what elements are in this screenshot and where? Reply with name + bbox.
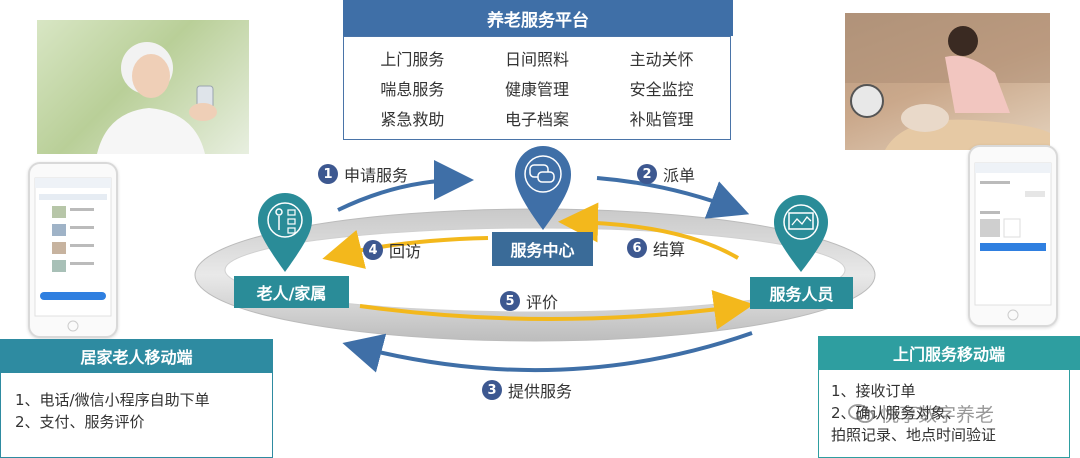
step-label: 评价: [526, 293, 559, 312]
step-label: 申请服务: [344, 166, 409, 185]
staff-app-phone: [968, 145, 1058, 327]
service-item: 喘息服务: [380, 80, 445, 99]
step-label: 派单: [663, 166, 696, 185]
onsite-mobile-features: 1、接收订单 2、确认服务对象、 拍照记录、地点时间验证: [818, 370, 1070, 458]
watermark-text: 悦享数字养老: [880, 404, 995, 426]
elderly-woman-photo: [37, 20, 249, 154]
feature-item: 1、电话/微信小程序自助下单: [15, 391, 210, 409]
service-item: 电子档案: [504, 110, 569, 129]
center-chat-pin-icon: [515, 146, 571, 230]
service-center-node-label: 服务中心: [492, 232, 593, 266]
step-number-badge: 6: [627, 238, 647, 258]
elderly-node-label: 老人/家属: [234, 276, 349, 308]
step-number-badge: 5: [500, 291, 520, 311]
step-number-badge: 4: [363, 240, 383, 260]
step-label: 结算: [653, 240, 686, 259]
step-label: 回访: [389, 242, 422, 261]
elderly-mobile-features: 1、电话/微信小程序自助下单 2、支付、服务评价: [0, 373, 273, 458]
step-number-badge: 3: [482, 380, 502, 400]
staff-pin-icon: [774, 195, 828, 272]
platform-title: 养老服务平台: [343, 0, 733, 36]
onsite-mobile-title: 上门服务移动端: [818, 336, 1080, 370]
arrow-settle: [558, 202, 740, 260]
step-number-badge: 1: [318, 164, 338, 184]
feature-item: 拍照记录、地点时间验证: [831, 426, 997, 444]
arrow-dispatch: [596, 176, 750, 219]
feature-item: 1、接收订单: [831, 382, 916, 400]
step-dispatch: 2 派单: [637, 162, 695, 186]
watermark: 悦享数字养老: [848, 400, 994, 427]
elderly-app-phone: [28, 162, 118, 338]
service-item: 日间照料: [504, 50, 569, 69]
wechat-icon: [848, 403, 874, 423]
step-evaluate: 5 评价: [500, 289, 558, 313]
feature-item: 2、支付、服务评价: [15, 413, 145, 431]
service-item: 健康管理: [504, 80, 569, 99]
service-item: 安全监控: [629, 80, 694, 99]
caregiver-photo: [845, 13, 1050, 150]
service-item: 主动关怀: [629, 50, 694, 69]
platform-services-grid: 上门服务 日间照料 主动关怀 喘息服务 健康管理 安全监控 紧急救助 电子档案 …: [343, 36, 731, 140]
step-apply-service: 1 申请服务: [318, 162, 408, 186]
elderly-pin-icon: [258, 193, 312, 272]
step-number-badge: 2: [637, 164, 657, 184]
arrow-revisit: [322, 229, 489, 269]
step-label: 提供服务: [508, 382, 573, 401]
step-revisit: 4 回访: [363, 238, 421, 262]
arrow-provide-service: [342, 331, 753, 373]
elderly-mobile-title: 居家老人移动端: [0, 339, 273, 373]
arrow-evaluate: [359, 289, 754, 330]
service-item: 上门服务: [380, 50, 445, 69]
staff-node-label: 服务人员: [750, 277, 853, 309]
arrow-apply-service: [337, 160, 474, 212]
service-item: 补贴管理: [629, 110, 694, 129]
step-settle: 6 结算: [627, 236, 685, 260]
step-provide-service: 3 提供服务: [482, 378, 572, 402]
service-item: 紧急救助: [380, 110, 445, 129]
